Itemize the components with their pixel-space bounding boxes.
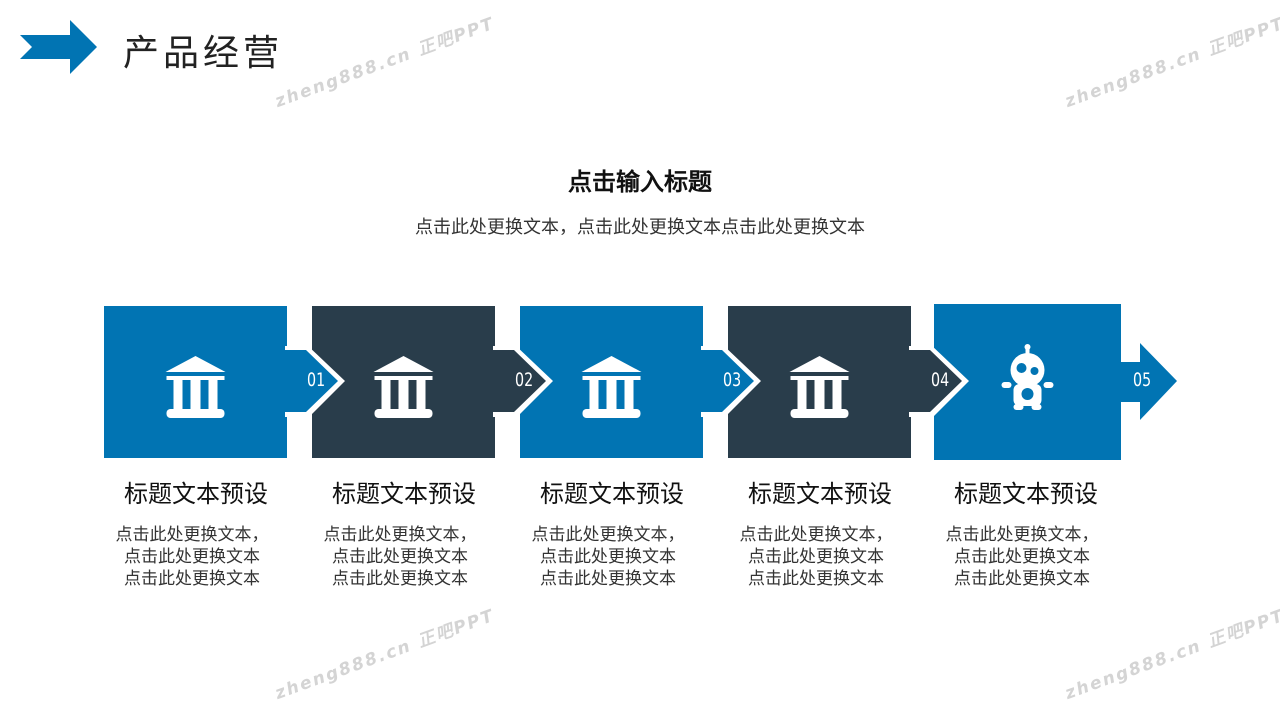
step-description: 点击此处更换文本，点击此处更换文本点击此处更换文本 <box>922 524 1122 590</box>
watermark: zheng888.cn 正吧PPT <box>272 13 498 112</box>
step-description-line: 点击此处更换文本 <box>540 547 676 567</box>
step-description-line: 点击此处更换文本 <box>540 569 676 589</box>
step-description-line: 点击此处更换文本 <box>332 569 468 589</box>
step-arrow <box>493 344 553 420</box>
step-description-line: 点击此处更换文本 <box>954 547 1090 567</box>
step-description-line: 点击此处更换文本， <box>323 525 477 545</box>
main-title: 点击输入标题 <box>568 168 712 196</box>
bank-icon <box>373 356 434 418</box>
watermark: zheng888.cn 正吧PPT <box>1062 605 1280 704</box>
step-number: 02 <box>515 369 534 391</box>
step-description-line: 点击此处更换文本 <box>124 569 260 589</box>
step-description: 点击此处更换文本，点击此处更换文本点击此处更换文本 <box>508 524 708 590</box>
step-title: 标题文本预设 <box>332 480 476 508</box>
step-title: 标题文本预设 <box>954 480 1098 508</box>
step-title: 标题文本预设 <box>540 480 684 508</box>
step-number: 04 <box>931 369 950 391</box>
bank-icon <box>789 356 850 418</box>
step-description-line: 点击此处更换文本， <box>739 525 893 545</box>
step-title: 标题文本预设 <box>748 480 892 508</box>
step-arrow <box>909 344 969 420</box>
main-subtitle: 点击此处更换文本，点击此处更换文本点击此处更换文本 <box>415 217 865 238</box>
step-number: 05 <box>1133 369 1152 391</box>
step-arrow <box>285 344 345 420</box>
step-description-line: 点击此处更换文本 <box>748 569 884 589</box>
bank-icon <box>165 356 226 418</box>
page-title: 产品经营 <box>123 33 284 74</box>
step-box <box>104 306 287 458</box>
step-title: 标题文本预设 <box>124 480 268 508</box>
step-description-line: 点击此处更换文本 <box>124 547 260 567</box>
step-description-line: 点击此处更换文本 <box>748 547 884 567</box>
step-number: 01 <box>307 369 326 391</box>
step-description-line: 点击此处更换文本， <box>531 525 685 545</box>
step-number: 03 <box>723 369 742 391</box>
step-description-line: 点击此处更换文本， <box>115 525 269 545</box>
step-arrow <box>701 344 761 420</box>
step-description: 点击此处更换文本，点击此处更换文本点击此处更换文本 <box>300 524 500 590</box>
header-arrow-icon <box>20 20 97 74</box>
step-description-line: 点击此处更换文本 <box>332 547 468 567</box>
step-arrow <box>1119 343 1177 420</box>
robot-icon <box>1001 344 1054 410</box>
step-description-line: 点击此处更换文本， <box>945 525 1099 545</box>
step-description-line: 点击此处更换文本 <box>954 569 1090 589</box>
watermark: zheng888.cn 正吧PPT <box>1062 13 1280 112</box>
step-description: 点击此处更换文本，点击此处更换文本点击此处更换文本 <box>92 524 292 590</box>
bank-icon <box>581 356 642 418</box>
watermark: zheng888.cn 正吧PPT <box>272 605 498 704</box>
step-description: 点击此处更换文本，点击此处更换文本点击此处更换文本 <box>716 524 916 590</box>
